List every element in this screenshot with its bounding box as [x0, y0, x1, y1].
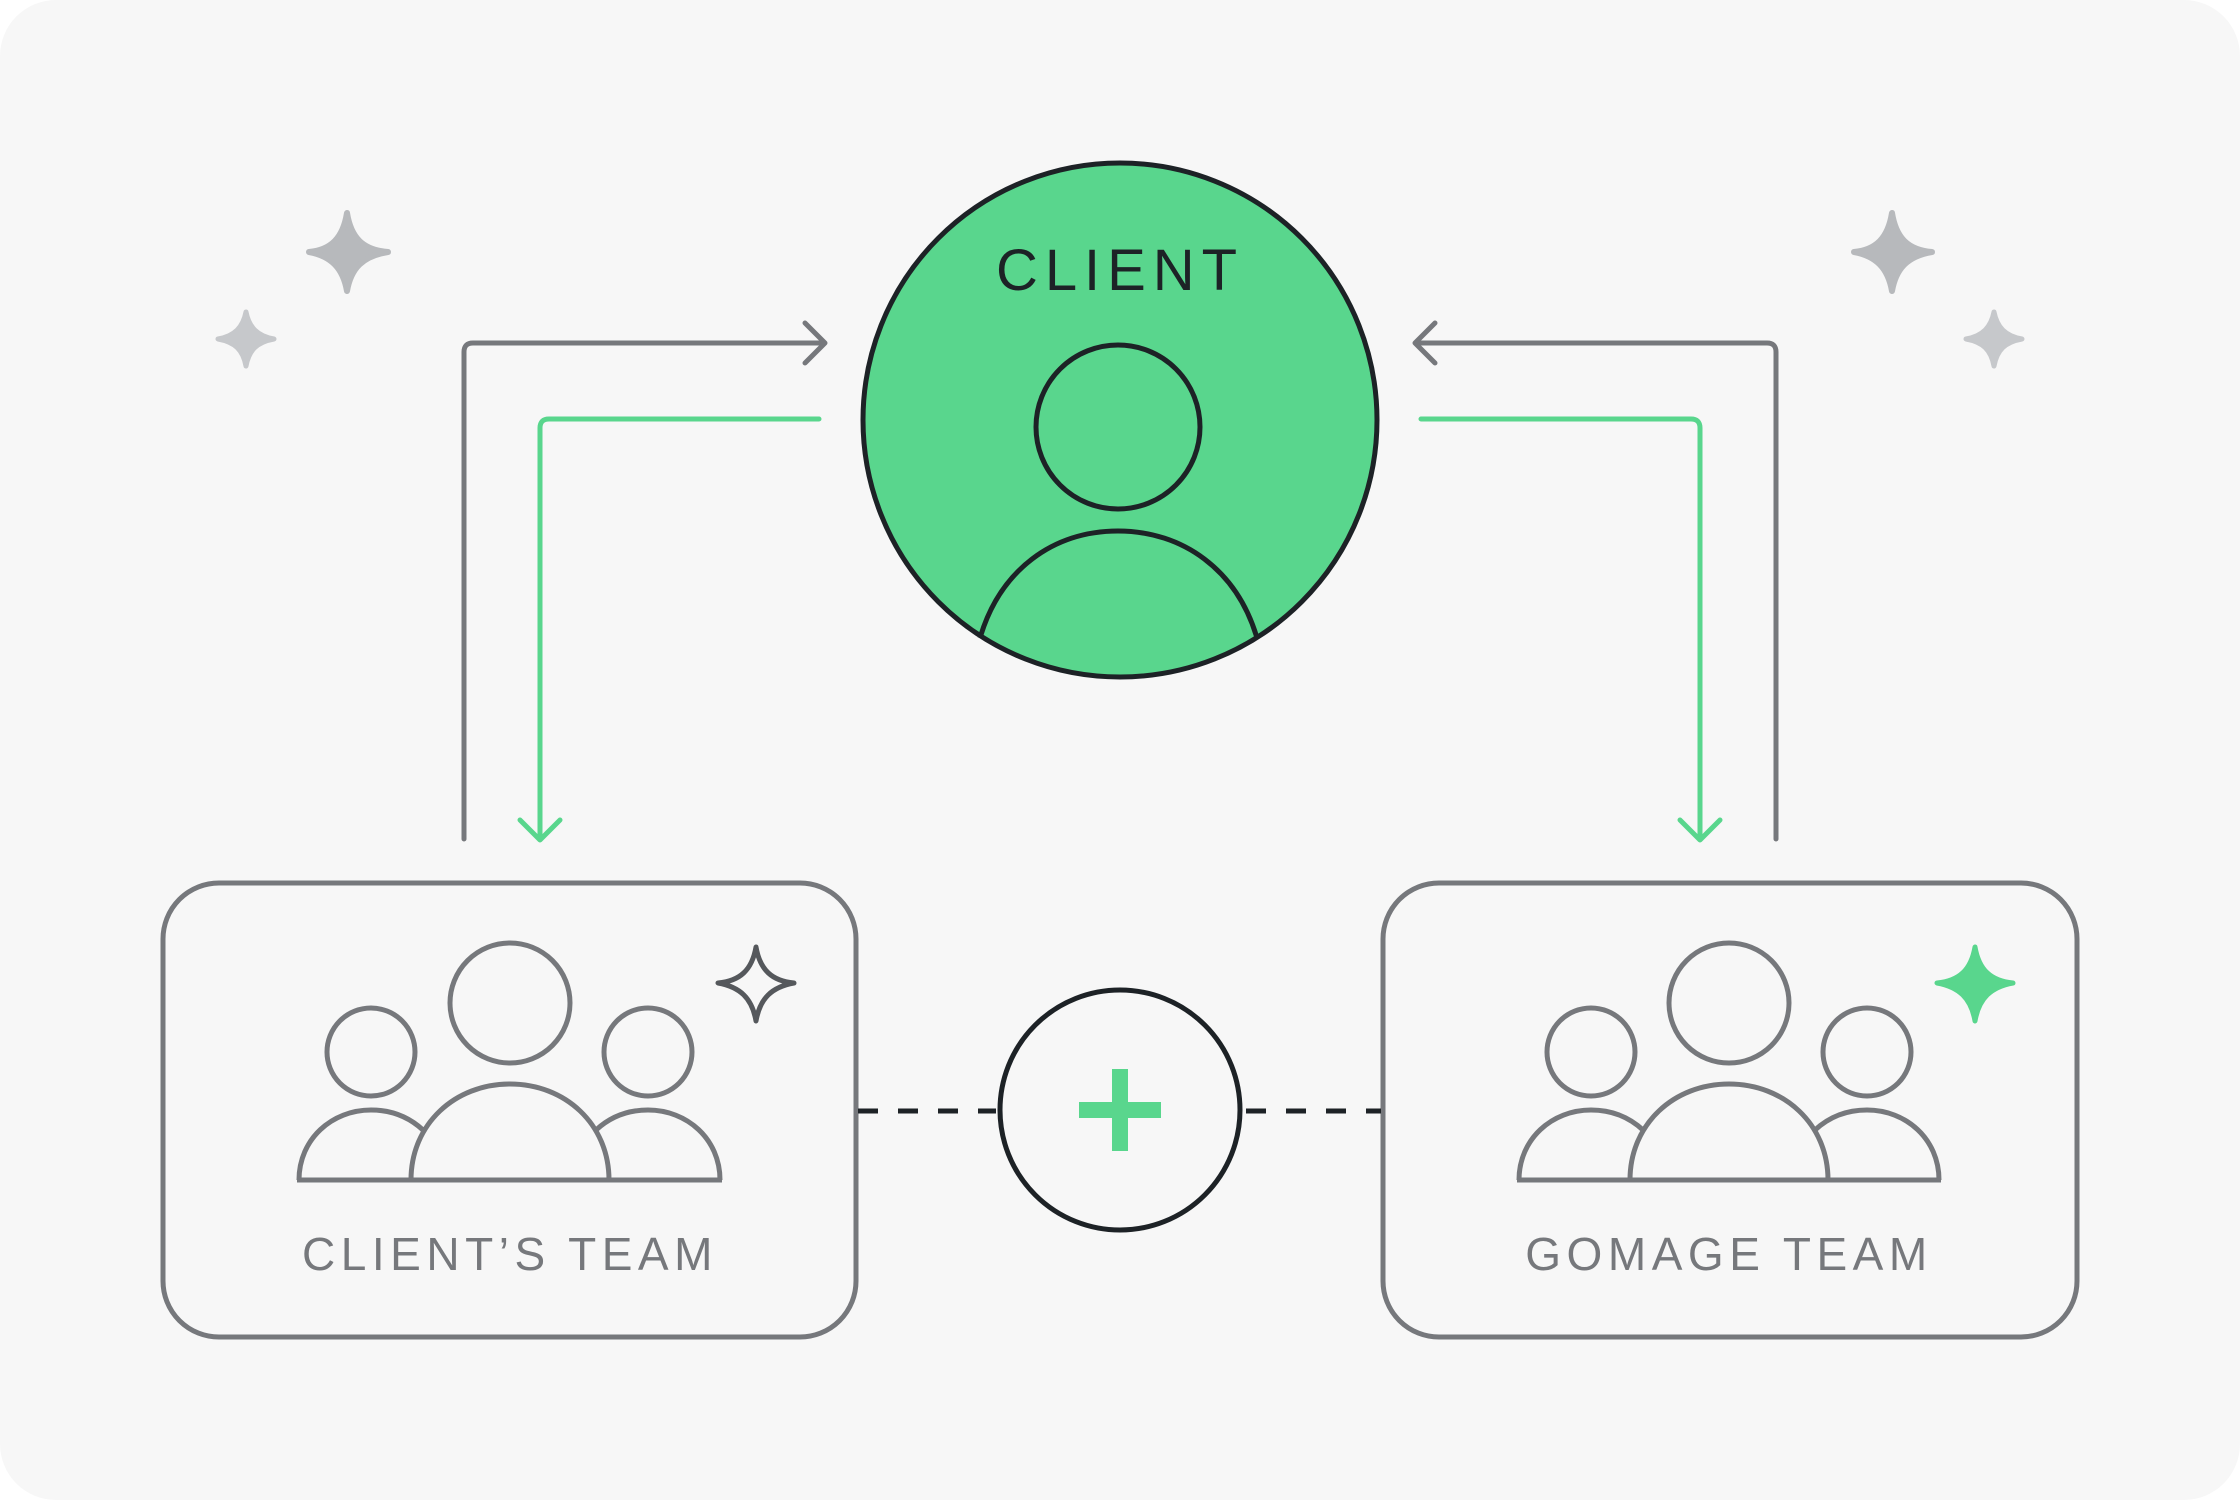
clients-team-box: [160, 880, 859, 1340]
sparkles-top-left: [215, 210, 391, 369]
arrow-from-client-left: [537, 416, 822, 842]
arrow-to-client-left: [461, 340, 826, 842]
sparkle-icon: [306, 210, 391, 294]
plus-connector: [997, 987, 1243, 1233]
group-icon: [296, 940, 723, 1183]
plus-icon: [1079, 1069, 1161, 1151]
person-icon: [977, 342, 1260, 639]
sparkle-icon: [1963, 309, 2025, 369]
client-circle: [860, 160, 1380, 680]
gomage-team-node: GOMAGE TEAM: [1380, 880, 2080, 1340]
arrow-from-client-right: [1418, 416, 1703, 842]
clients-team-node: CLIENT’S TEAM: [160, 880, 859, 1340]
sparkle-icon: [1851, 210, 1935, 294]
clients-team-label: CLIENT’S TEAM: [302, 1228, 718, 1280]
right-flow-arrows: [1412, 320, 1779, 843]
gomage-team-box: [1380, 880, 2080, 1340]
arrow-icon: [517, 817, 563, 843]
sparkle-icon: [1934, 944, 2016, 1024]
left-flow-arrows: [461, 320, 828, 843]
arrow-to-client-right: [1414, 340, 1779, 842]
arrow-icon: [1412, 320, 1438, 366]
arrow-icon: [802, 320, 828, 366]
sparkle-icon: [715, 944, 797, 1024]
gomage-team-label: GOMAGE TEAM: [1525, 1228, 1932, 1280]
group-icon: [1516, 940, 1942, 1183]
client-node: CLIENT: [860, 160, 1380, 680]
sparkles-top-right: [1851, 210, 2025, 369]
arrow-icon: [1677, 817, 1723, 843]
client-label: CLIENT: [996, 238, 1244, 303]
sparkle-icon: [215, 309, 277, 369]
